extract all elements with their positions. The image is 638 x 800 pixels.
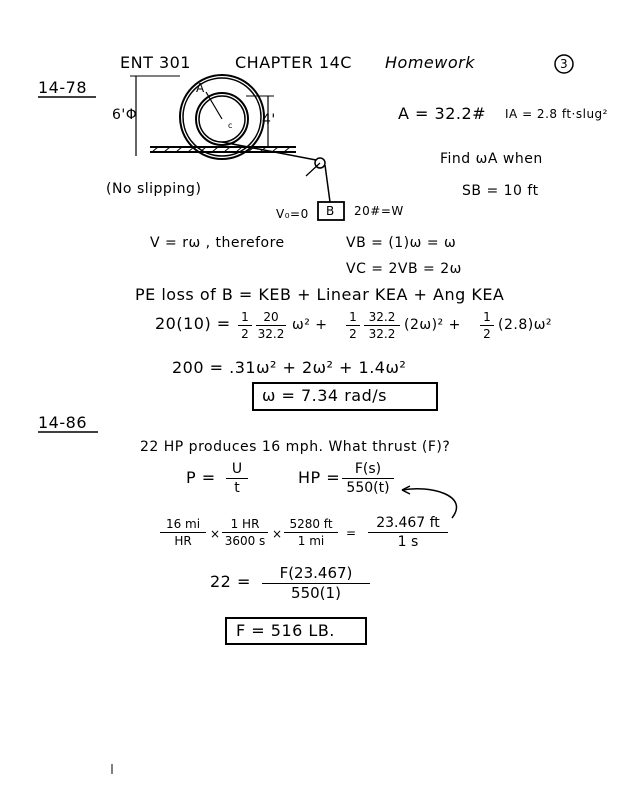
conv-mph-den: HR [174,534,192,548]
power-fraction-num: U [231,461,243,477]
block-label: B [326,204,335,218]
frac-mass-1: 20 32.2 [256,311,286,340]
substitution-w2: ω² + [292,317,328,333]
hp-fraction-num: F(s) [354,461,382,477]
frac-mass-1-den: 32.2 [257,327,285,341]
thrust-fraction-num: F(23.467) [279,564,353,582]
conv-hours: 1 HR 3600 s [222,518,268,547]
initial-velocity: V₀=0 [276,207,309,221]
times-1: × [210,527,221,541]
frac-half-1-den: 2 [241,327,249,341]
conv-hours-den: 3600 s [224,534,266,548]
wheel-outer-2 [182,77,262,157]
thrust-fraction: F(23.467) 550(1) [262,566,370,601]
wheel-outer [179,74,265,160]
find-line-2: SB = 10 ft [462,183,539,199]
hp-fraction-den: 550(t) [346,480,390,496]
find-line-1: Find ωA when [440,151,543,167]
conv-mph: 16 mi HR [160,518,206,547]
times-2: × [272,527,283,541]
velocity-c: VC = 2VB = 2ω [346,261,462,277]
problem-2-statement: 22 HP produces 16 mph. What thrust (F)? [140,439,451,455]
velocity-relation: V = rω , therefore [150,235,285,251]
conv-mph-num: 16 mi [165,517,201,531]
radius-line [205,91,223,120]
page-number-circle [554,54,574,74]
cable [221,141,317,161]
frac-half-1-num: 1 [241,310,249,324]
frac-half-2-num: 1 [349,310,357,324]
diameter-inner-label: 4' [262,112,276,128]
conv-equals: = [346,526,357,540]
conv-feet-den: 1 mi [297,534,325,548]
block-weight: 20#=W [354,204,404,218]
wheel-label-a: A [196,81,205,95]
pulley [314,157,326,169]
thrust-eq-lhs: 22 = [210,572,251,591]
energy-equation: PE loss of B = KEB + Linear KEA + Ang KE… [135,285,505,304]
thrust-fraction-den: 550(1) [291,584,341,602]
conversion-arrow [401,488,458,519]
ground-hatch [151,146,291,153]
hp-fraction: F(s) 550(t) [342,462,394,495]
wheel-inner [195,92,249,146]
frac-half-3-num: 1 [483,310,491,324]
conv-feet-num: 5280 ft [289,517,333,531]
power-eq-lhs: P = [186,468,216,487]
frac-mass-2-den: 32.2 [368,327,396,341]
velocity-b: VB = (1)ω = ω [346,235,457,251]
answer-2: F = 516 LB. [236,621,335,640]
substitution-term-2: (2ω)² + [404,317,461,333]
page-number: 3 [560,57,569,71]
conv-feet: 5280 ft 1 mi [284,518,338,547]
frac-mass-2: 32.2 32.2 [364,311,400,340]
frac-half-3-den: 2 [483,327,491,341]
homework-title: Homework [385,53,475,72]
hp-eq-lhs: HP = [298,468,341,487]
answer-box-1 [252,382,438,411]
answer-box-2 [225,617,367,645]
block-B [317,201,345,221]
given-inertia: IA = 2.8 ft·slug² [505,107,608,121]
no-slipping-note: (No slipping) [106,181,202,197]
pulley-support [305,162,321,177]
course-title: ENT 301 [120,53,191,72]
problem-number-2: 14-86 [38,413,87,432]
substitution-term-3: (2.8)ω² [498,317,553,333]
conv-hours-num: 1 HR [230,517,260,531]
chapter-title: CHAPTER 14C [235,53,352,72]
simplified-equation: 200 = .31ω² + 2ω² + 1.4ω² [172,358,407,377]
frac-mass-2-num: 32.2 [368,310,396,324]
power-fraction-den: t [234,480,240,496]
diameter-outer-label: 6'Φ [112,107,138,123]
block-rope [324,164,331,203]
arrow-head [401,485,411,495]
frac-mass-1-num: 20 [263,310,279,324]
given-mass: A = 32.2# [398,104,487,123]
substitution-lhs: 20(10) = [155,314,231,333]
wheel-label-c: c [228,121,233,130]
conv-result: 23.467 ft 1 s [368,516,448,549]
conv-result-num: 23.467 ft [376,515,440,531]
problem-number-1: 14-78 [38,78,87,97]
answer-1: ω = 7.34 rad/s [262,386,387,405]
frac-half-2-den: 2 [349,327,357,341]
conv-result-den: 1 s [397,534,419,550]
